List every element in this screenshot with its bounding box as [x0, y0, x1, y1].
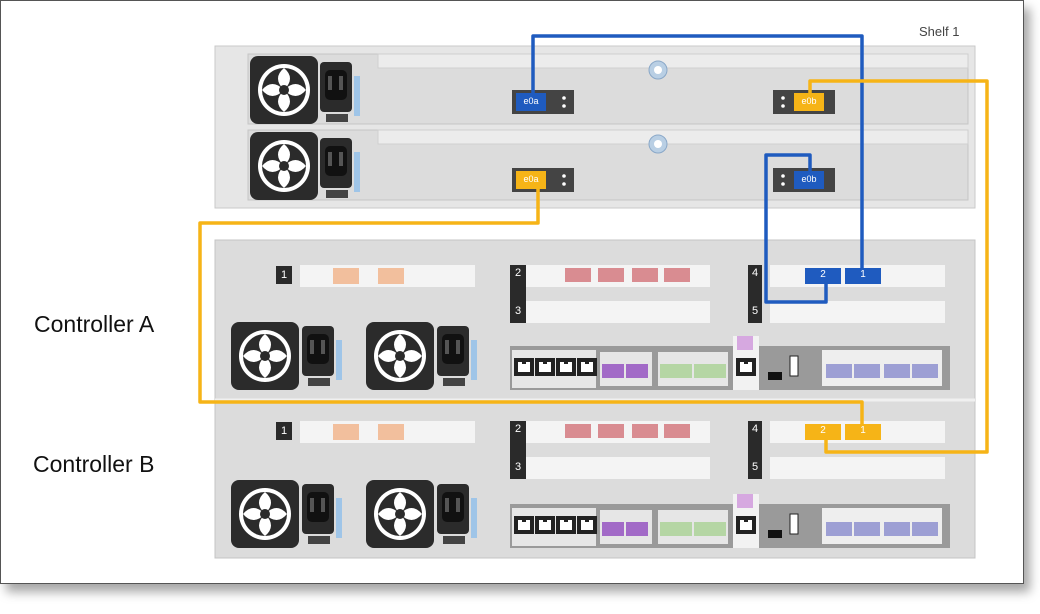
controller-a-slot-4: 4 — [751, 267, 759, 279]
yellow-cable-b2-to-shelf-top-e0b — [808, 79, 989, 454]
controller-b-port-1[interactable] — [845, 424, 881, 440]
controller-b-module — [231, 421, 950, 548]
controller-a-slot-2: 2 — [514, 267, 522, 279]
shelf-port-bottom-e0a-label: e0a — [523, 174, 539, 184]
controller-a-slot-1: 1 — [276, 266, 292, 284]
shelf-label: Shelf 1 — [919, 24, 960, 39]
shelf-port-top-e0a[interactable] — [516, 93, 546, 111]
controller-b-port-2[interactable] — [805, 424, 841, 440]
controller-a-slot-5: 5 — [751, 305, 759, 317]
blue-cable-a1-to-shelf-top-e0a — [531, 34, 864, 270]
shelf-port-top-e0b[interactable] — [794, 93, 824, 111]
controller-b-label: Controller B — [33, 451, 155, 477]
controller-b-slot-4: 4 — [751, 423, 759, 435]
controller-b-slot-5: 5 — [751, 461, 759, 473]
controller-a-port-2[interactable] — [805, 268, 841, 284]
shelf-port-group — [512, 90, 835, 192]
shelf-port-top-e0a-label: e0a — [523, 96, 539, 106]
controller-a-port-1-label: 1 — [860, 269, 866, 280]
controller-a-port-1[interactable] — [845, 268, 881, 284]
controller-b-port-2-label: 2 — [820, 425, 826, 436]
controller-b-slot-2: 2 — [514, 423, 522, 435]
shelf-port-top-e0b-label: e0b — [801, 96, 817, 106]
shelf-port-bottom-e0b[interactable] — [794, 171, 824, 189]
cables — [198, 34, 989, 454]
controller-a-port-2-label: 2 — [820, 269, 826, 280]
shelf-port-bottom-e0a[interactable] — [516, 171, 546, 189]
controller-a-module — [231, 265, 950, 390]
controller-b-slot-1: 1 — [276, 422, 292, 440]
controller-b-slot-3: 3 — [514, 461, 522, 473]
controller-b-port-1-label: 1 — [860, 425, 866, 436]
yellow-cable-b1-to-shelf-bottom-e0a — [198, 189, 864, 426]
blue-cable-a2-to-shelf-bottom-e0b — [764, 153, 828, 304]
storage-shelf — [214, 45, 976, 209]
controller-a-label: Controller A — [34, 311, 155, 337]
controller-a-slot-3: 3 — [514, 305, 522, 317]
shelf-port-bottom-e0b-label: e0b — [801, 174, 817, 184]
